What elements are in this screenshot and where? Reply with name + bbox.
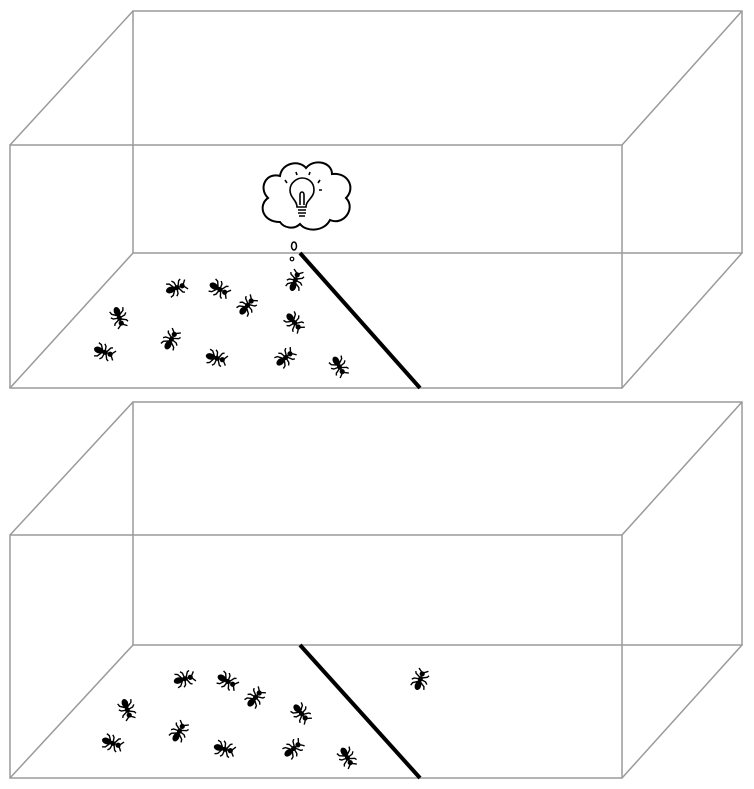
- ant: [90, 340, 118, 364]
- ant: [158, 325, 185, 354]
- ant: [166, 717, 193, 746]
- ant: [107, 303, 131, 331]
- ant: [211, 737, 238, 761]
- bottom-divider-line: [298, 643, 422, 780]
- thinking-ant: [283, 267, 307, 295]
- ant: [98, 731, 126, 755]
- bottom-box: [9, 401, 743, 779]
- light-bulb-icon: [284, 171, 322, 217]
- bottom-ant-colony: [98, 666, 432, 772]
- ant: [213, 668, 242, 695]
- ant: [279, 735, 308, 763]
- top-divider-line: [298, 251, 422, 390]
- ant: [334, 743, 361, 772]
- ant: [171, 667, 198, 691]
- ant: [287, 699, 315, 728]
- ant: [162, 276, 190, 300]
- ant: [203, 346, 230, 370]
- ant: [241, 683, 269, 712]
- ant: [326, 352, 353, 381]
- ant: [233, 291, 261, 320]
- escaped-ant: [408, 666, 432, 694]
- top-ant-colony: [90, 267, 353, 381]
- ant: [280, 308, 308, 337]
- ant: [115, 695, 139, 723]
- thought-bubble: [261, 161, 352, 262]
- ant: [271, 344, 300, 372]
- top-box: [9, 10, 743, 389]
- ant: [205, 276, 234, 303]
